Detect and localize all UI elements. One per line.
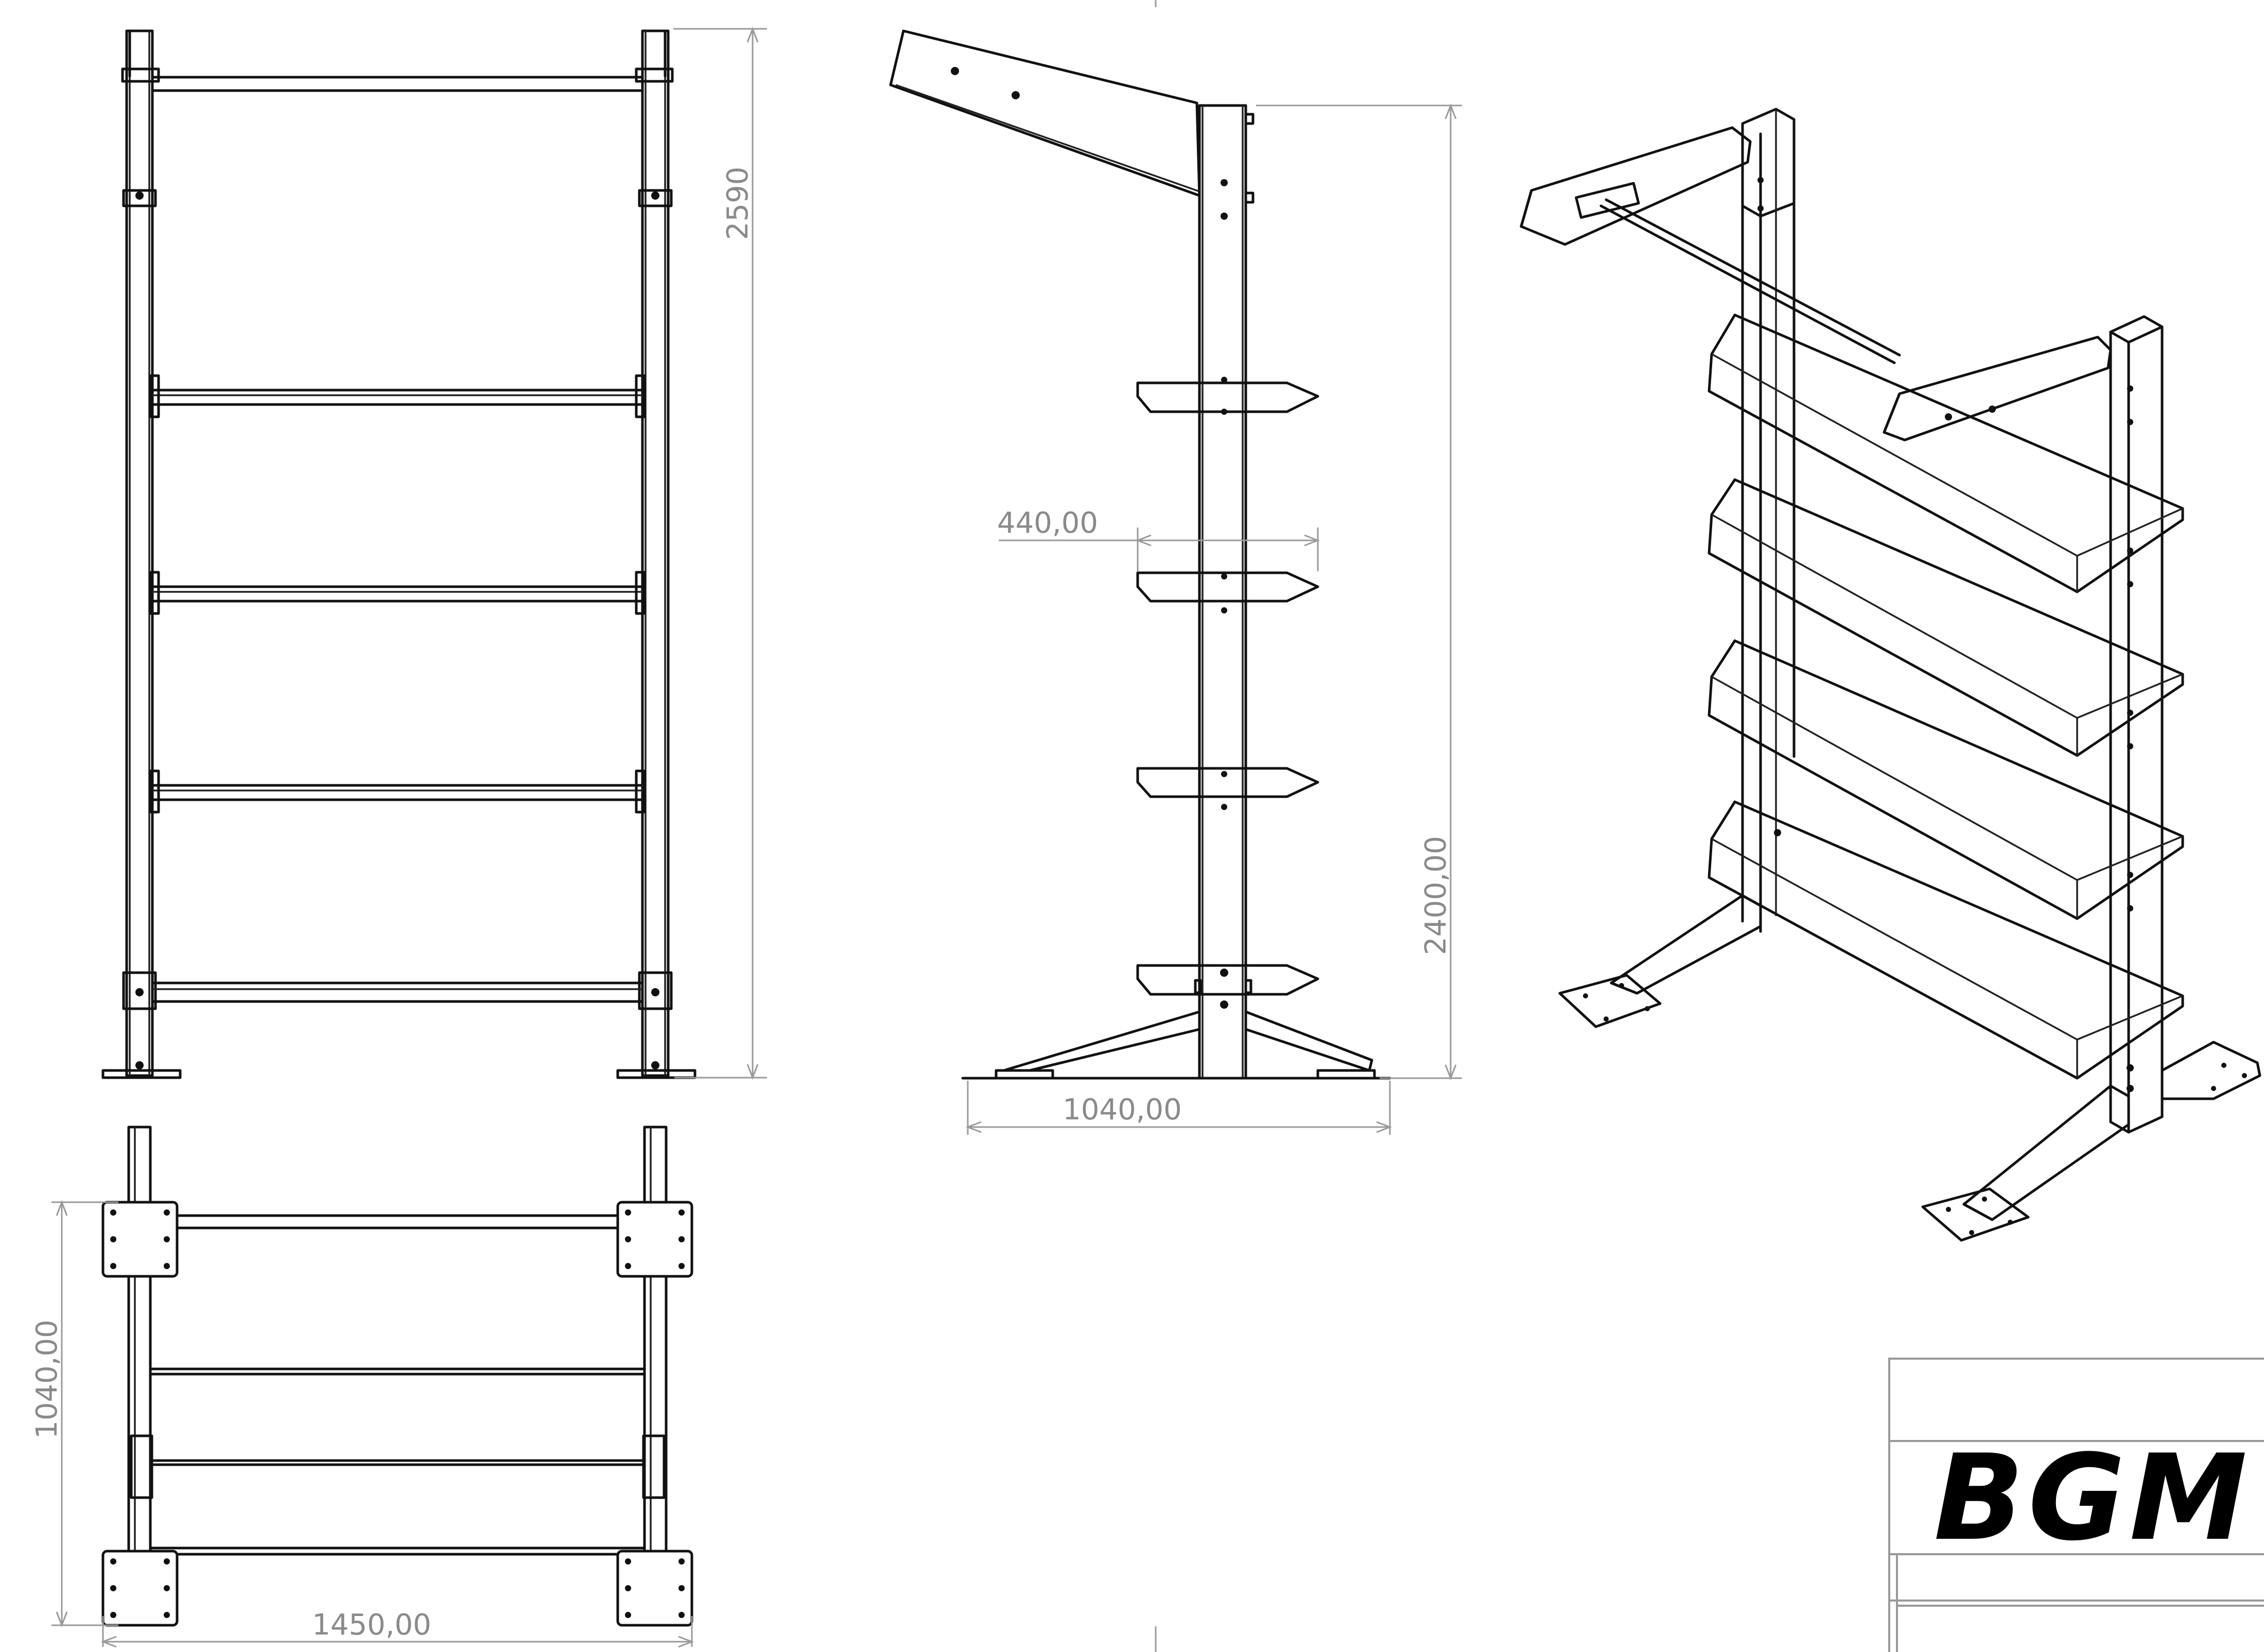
side-base-dimension: 1040,00 xyxy=(965,1081,1392,1135)
side-height-dimension: 2400,00 xyxy=(1256,103,1462,1081)
top-width-dimension: 1450,00 xyxy=(100,1608,694,1648)
top-depth-dimension: 1040,00 xyxy=(30,1200,118,1628)
title-block: BGM xyxy=(1888,1358,2264,1652)
isometric-view xyxy=(1520,108,2261,1242)
top-view xyxy=(101,1126,693,1627)
bgm-logo: BGM xyxy=(1934,1430,2252,1567)
shelf-depth-label: 440,00 xyxy=(997,506,1098,540)
front-height-dimension: 2590 xyxy=(673,26,767,1080)
front-view xyxy=(101,29,696,1079)
side-height-label: 2400,00 xyxy=(1419,836,1453,955)
top-depth-label: 1040,00 xyxy=(30,1320,64,1439)
side-base-label: 1040,00 xyxy=(1063,1093,1182,1127)
shelf-depth-dimension: 440,00 xyxy=(997,506,1320,571)
front-height-label: 2590 xyxy=(721,167,755,240)
top-width-label: 1450,00 xyxy=(312,1608,431,1642)
side-view xyxy=(889,29,1391,1080)
